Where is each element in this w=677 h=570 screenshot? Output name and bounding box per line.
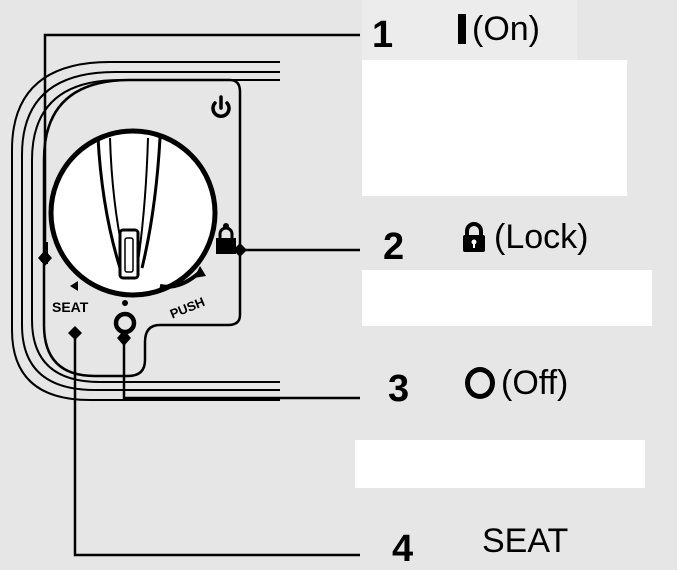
panel-seat-label: SEAT	[52, 299, 89, 315]
callout-3-desc-area	[355, 440, 645, 488]
marker-2	[233, 243, 247, 257]
caption-4-text: SEAT	[482, 522, 569, 560]
callout-number-2: 2	[383, 226, 405, 268]
marker-3	[117, 330, 131, 346]
panel-lock-icon	[216, 223, 236, 254]
callout-caption-4: SEAT	[482, 524, 568, 558]
caption-2-text: (Lock)	[494, 218, 589, 256]
marker-1	[38, 250, 52, 266]
callout-number-3: 3	[388, 368, 410, 410]
callout-2-desc-area	[362, 270, 652, 326]
switch-housing	[11, 61, 280, 401]
callout-number-4: 4	[392, 528, 414, 570]
leader-line-3	[122, 338, 360, 400]
key-cylinder	[48, 128, 218, 298]
leader-line-4	[73, 333, 360, 557]
callout-1-desc-area	[362, 60, 627, 196]
seat-arrow-icon	[70, 281, 78, 291]
callout-caption-1: (On)	[458, 12, 540, 46]
callout-1-box	[362, 0, 577, 60]
callout-number-1: 1	[372, 14, 394, 56]
padlock-icon	[460, 222, 488, 252]
leader-line-1	[43, 33, 360, 258]
power-icon	[211, 95, 231, 119]
leader-markers	[38, 243, 247, 346]
leader-lines	[43, 33, 360, 557]
marker-4	[68, 326, 82, 340]
caption-1-text: (On)	[472, 10, 540, 48]
off-ring-icon	[465, 367, 495, 399]
callout-caption-2: (Lock)	[460, 220, 588, 254]
on-bar-icon	[458, 14, 466, 44]
push-arrow-head-icon	[194, 266, 206, 278]
callout-caption-3: (Off)	[465, 366, 568, 400]
caption-3-text: (Off)	[501, 364, 569, 402]
